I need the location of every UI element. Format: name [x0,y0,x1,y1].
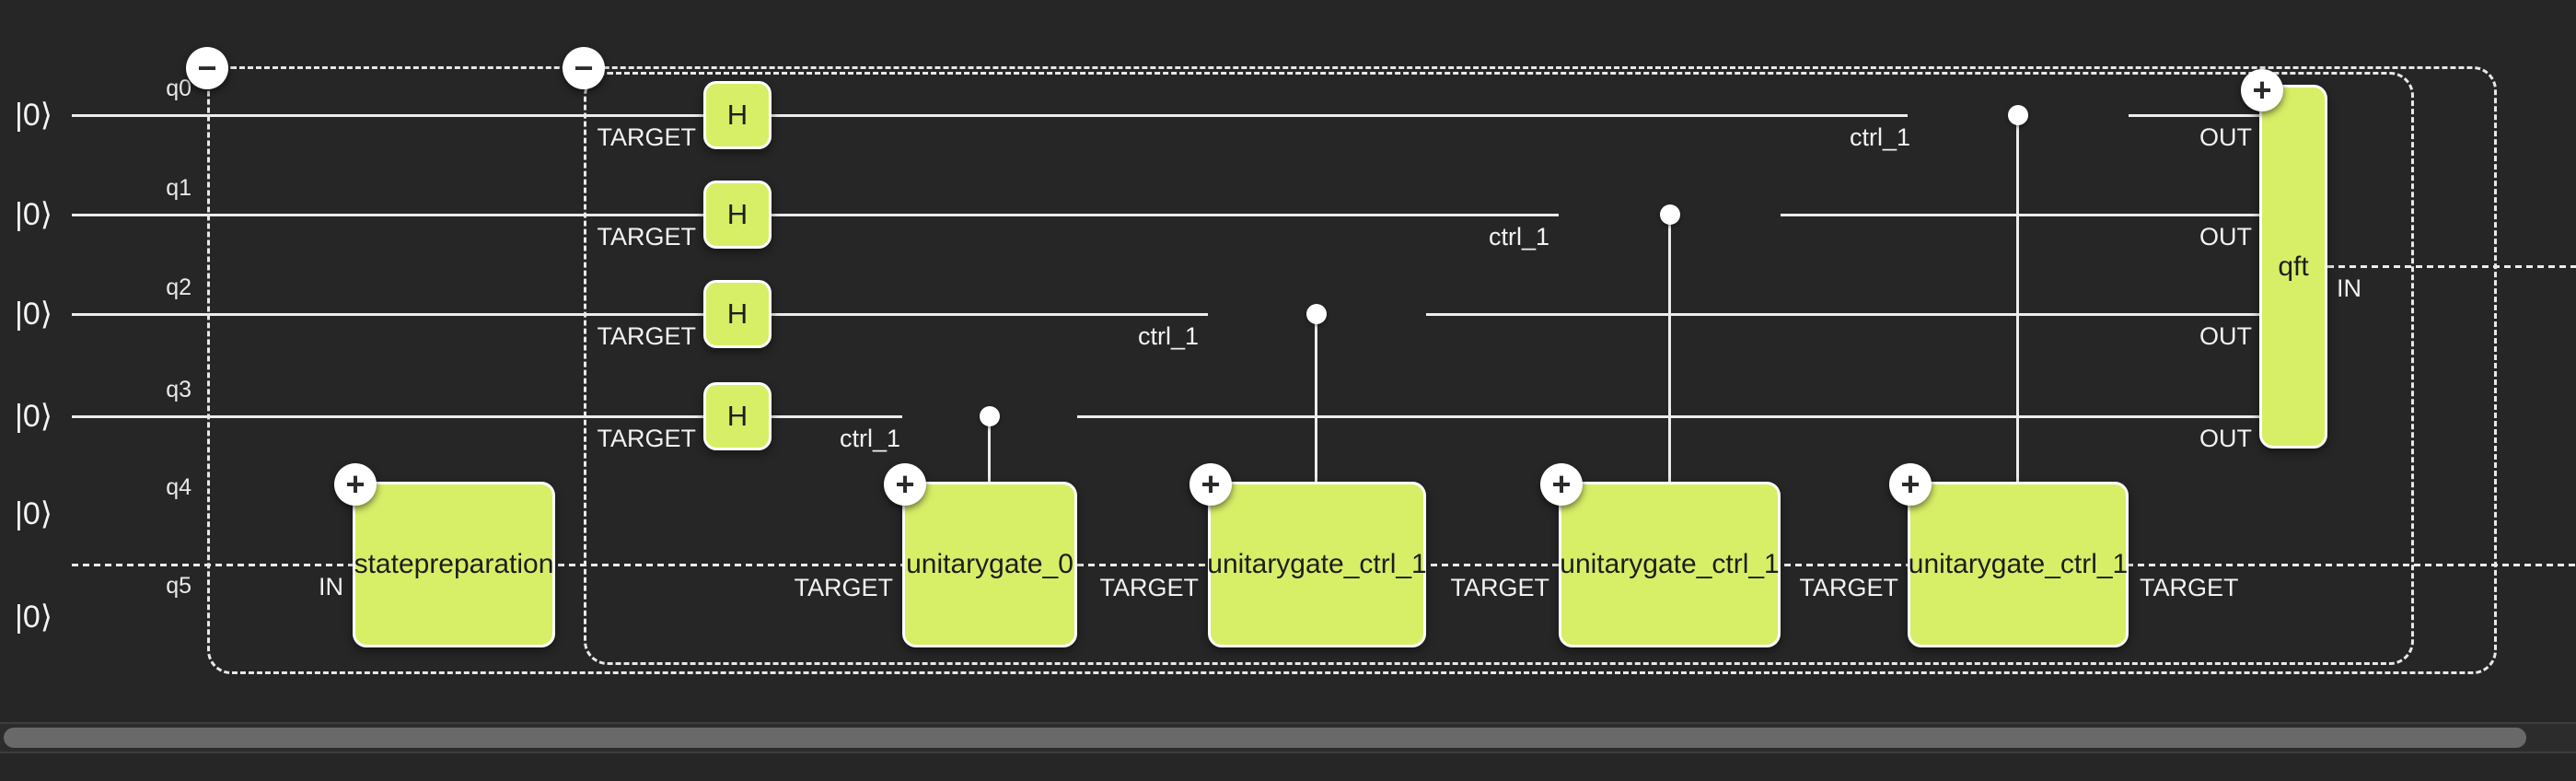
wire-q2-segment [1426,313,2261,316]
port-label-target: TARGET [794,574,894,601]
horizontal-scrollbar-thumb[interactable] [4,728,2526,748]
port-label-target: TARGET [1099,574,1200,601]
port-label-target: TARGET [597,223,697,251]
gate-statepreparation[interactable]: statepreparation [353,482,555,647]
wire-label-q1: q1 [166,175,191,201]
port-label-in: IN [2337,274,2361,302]
gate-unitarygate-0[interactable]: unitarygate_0 [902,482,1077,647]
h-gate-q1[interactable]: H [703,181,772,249]
add-icon[interactable]: + [2241,69,2283,111]
add-icon[interactable]: + [1540,463,1583,506]
wire-q1-segment [1781,214,2261,216]
port-label-target: TARGET [1450,574,1550,601]
add-icon[interactable]: + [334,463,377,506]
wire-q1-segment [72,214,1559,216]
control-line [988,416,991,482]
ctrl-label: ctrl_1 [1488,223,1549,251]
port-label-target: TARGET [1799,574,1899,601]
port-label-in: IN [319,573,343,600]
port-label-out: OUT [2199,322,2252,350]
ket-q2: |0⟩ [15,297,53,332]
control-line [1315,314,1317,482]
control-dot[interactable] [1660,204,1680,225]
ctrl-label: ctrl_1 [839,425,900,452]
h-gate-q3[interactable]: H [703,382,772,450]
port-label-target: TARGET [597,425,697,452]
h-gate-q0[interactable]: H [703,81,772,149]
ket-q0: |0⟩ [15,98,53,133]
add-icon[interactable]: + [1889,463,1932,506]
wire-q2-segment [72,313,1208,316]
qft-output-wire [2327,265,2576,268]
wire-label-q0: q0 [166,76,191,101]
wire-label-q3: q3 [166,377,191,402]
add-icon[interactable]: + [884,463,926,506]
gate-qft[interactable]: qft [2259,85,2327,449]
wire-q3-segment [72,415,902,418]
port-label-target: TARGET [2140,574,2239,601]
ket-q5: |0⟩ [15,600,53,635]
control-dot[interactable] [1306,304,1327,324]
gate-unitarygate-ctrl-1[interactable]: unitarygate_ctrl_1 [1207,482,1427,647]
control-dot[interactable] [980,406,1000,426]
wire-label-q5: q5 [166,573,191,599]
ket-q4: |0⟩ [15,496,53,531]
port-label-out: OUT [2199,123,2252,151]
ctrl-label: ctrl_1 [1137,322,1199,350]
control-line [1668,215,1671,482]
collapse-outer-button[interactable]: − [186,47,228,89]
wire-label-q4: q4 [166,474,191,500]
gate-unitarygate-ctrl-1[interactable]: unitarygate_ctrl_1 [1559,482,1781,647]
ket-q3: |0⟩ [15,399,53,434]
wire-q0-segment [72,114,1908,117]
control-dot[interactable] [2008,105,2028,125]
port-label-target: TARGET [597,123,697,151]
add-icon[interactable]: + [1189,463,1232,506]
port-label-target: TARGET [597,322,697,350]
h-gate-q2[interactable]: H [703,280,772,348]
gate-unitarygate-ctrl-1[interactable]: unitarygate_ctrl_1 [1908,482,2129,647]
port-label-out: OUT [2199,425,2252,452]
wire-q0-segment [2129,114,2261,117]
port-label-out: OUT [2199,223,2252,251]
ctrl-label: ctrl_1 [1849,123,1910,151]
ket-q1: |0⟩ [15,197,53,232]
collapse-inner-button[interactable]: − [563,47,605,89]
control-line [2016,115,2019,482]
wire-label-q2: q2 [166,274,191,300]
